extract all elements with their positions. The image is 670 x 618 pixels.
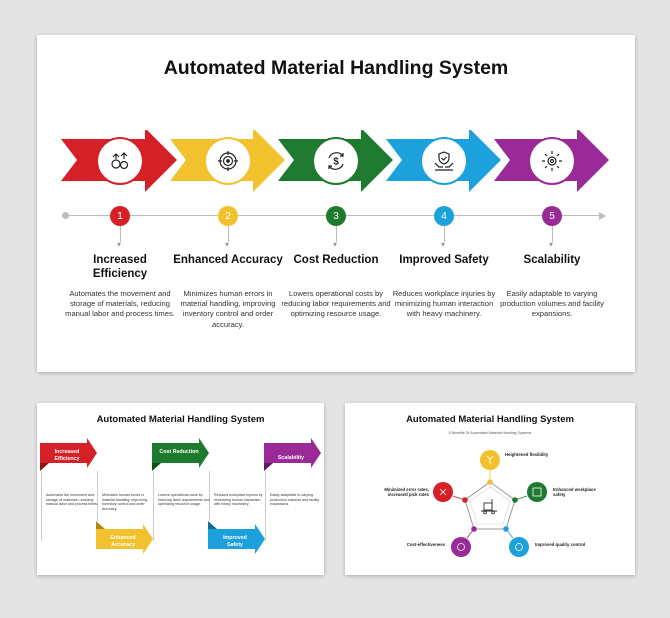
thumb-text-2: Minimizes human errors in material handl… <box>102 493 147 511</box>
main-slide[interactable]: Automated Material Handling System $ <box>37 35 635 372</box>
connector-3 <box>336 226 337 242</box>
target-icon <box>218 151 238 171</box>
step-1-icon-circle <box>96 137 144 185</box>
step-heading-3: Cost Reduction <box>293 254 379 266</box>
thumb-label-5: Scalability <box>277 455 305 461</box>
thumb-arrow-3 <box>152 438 209 468</box>
thumb-connector-3 <box>153 471 154 541</box>
step-number-2: 2 <box>218 206 238 226</box>
step-2-icon-circle <box>204 137 252 185</box>
point-label-2: Enhanced workplace safety <box>553 487 596 498</box>
point-circle-2 <box>527 482 547 502</box>
chevron-down-icon: ▾ <box>333 240 338 249</box>
step-heading-5: Scalability <box>523 254 581 266</box>
thumb-label-4: Improved Safety <box>223 535 247 548</box>
chevron-down-icon: ▾ <box>117 240 122 249</box>
thumb-text-4: Reduces workplace injuries by minimizing… <box>214 493 263 507</box>
thumb-connector-1 <box>41 471 42 541</box>
step-description-5: Easily adaptable to varying production v… <box>500 289 604 319</box>
step-description-4: Reduces workplace injuries by minimizing… <box>392 289 496 319</box>
slide-title: Automated Material Handling System <box>163 57 509 79</box>
thumb-text-5: Easily adaptable to varying production v… <box>270 493 320 507</box>
thumbnail-arrows <box>40 438 321 554</box>
step-number-4: 4 <box>434 206 454 226</box>
pentagon-diagram <box>433 450 547 557</box>
pentagon-shape <box>464 481 516 530</box>
step-heading-1: Increased Efficiency <box>92 254 148 280</box>
step-3-icon-circle: $ <box>312 137 360 185</box>
thumb-arrow-5 <box>264 438 321 468</box>
step-number-5: 5 <box>542 206 562 226</box>
thumbnail-title: Automated Material Handling System <box>96 414 265 425</box>
thumb-arrow-2 <box>96 524 153 554</box>
point-circle-4 <box>451 537 471 557</box>
timeline-end-arrow <box>599 212 606 220</box>
forklift-icon <box>481 499 497 515</box>
point-label-4: Cost-effectiveness <box>406 542 445 547</box>
thumbnail-slide-left[interactable]: Automated Material Handling System Incre… <box>37 403 324 575</box>
connector-4 <box>444 226 445 242</box>
step-number-1: 1 <box>110 206 130 226</box>
step-number-3: 3 <box>326 206 346 226</box>
thumb-text-1: Automates the movement and storage of ma… <box>46 493 98 507</box>
thumb-connector-5 <box>265 471 266 541</box>
thumb-arrow-4 <box>208 524 265 554</box>
chevron-down-icon: ▾ <box>549 240 554 249</box>
connector-1 <box>120 226 121 242</box>
thumbnail-subtitle: 5 Benefits Of Automated Material Handlin… <box>448 431 532 435</box>
gears-icon <box>111 152 129 170</box>
thumb-label-2: Enhanced Accuracy <box>110 535 136 548</box>
thumbnail-title: Automated Material Handling System <box>406 414 574 425</box>
thumb-text-3: Lowers operational costs by reducing lab… <box>158 493 210 507</box>
step-description-3: Lowers operational costs by reducing lab… <box>281 289 391 319</box>
chevron-down-icon: ▾ <box>441 240 446 249</box>
step-5-icon-circle <box>528 137 576 185</box>
step-description-1: Automates the movement and storage of ma… <box>65 289 175 319</box>
point-label-3: Improved quality control <box>535 542 586 547</box>
expand-gear-icon <box>542 151 562 171</box>
thumb-connector-4 <box>209 471 210 521</box>
svg-text:$: $ <box>333 157 339 168</box>
dollar-cycle-icon: $ <box>328 152 344 170</box>
thumb-label-1: Increased Efficiency <box>54 449 80 462</box>
point-label-1: Heightened flexibility <box>505 452 549 457</box>
thumb-connector-2 <box>97 471 98 521</box>
thumb-arrow-1 <box>40 438 97 468</box>
connector-5 <box>552 226 553 242</box>
point-circle-3 <box>509 537 529 557</box>
thumb-label-3: Cost Reduction <box>159 449 199 455</box>
step-heading-2: Enhanced Accuracy <box>173 254 283 266</box>
connector-2 <box>228 226 229 242</box>
timeline-start-dot <box>62 212 69 219</box>
chevron-down-icon: ▾ <box>225 240 230 249</box>
shield-hands-icon <box>434 151 454 171</box>
point-label-5: Minimized error rates, increased pick ra… <box>384 487 429 498</box>
thumbnail-slide-right[interactable]: Automated Material Handling System 5 Ben… <box>345 403 635 575</box>
step-4-icon-circle <box>420 137 468 185</box>
step-heading-4: Improved Safety <box>399 254 489 266</box>
step-description-2: Minimizes human errors in material handl… <box>180 289 276 329</box>
